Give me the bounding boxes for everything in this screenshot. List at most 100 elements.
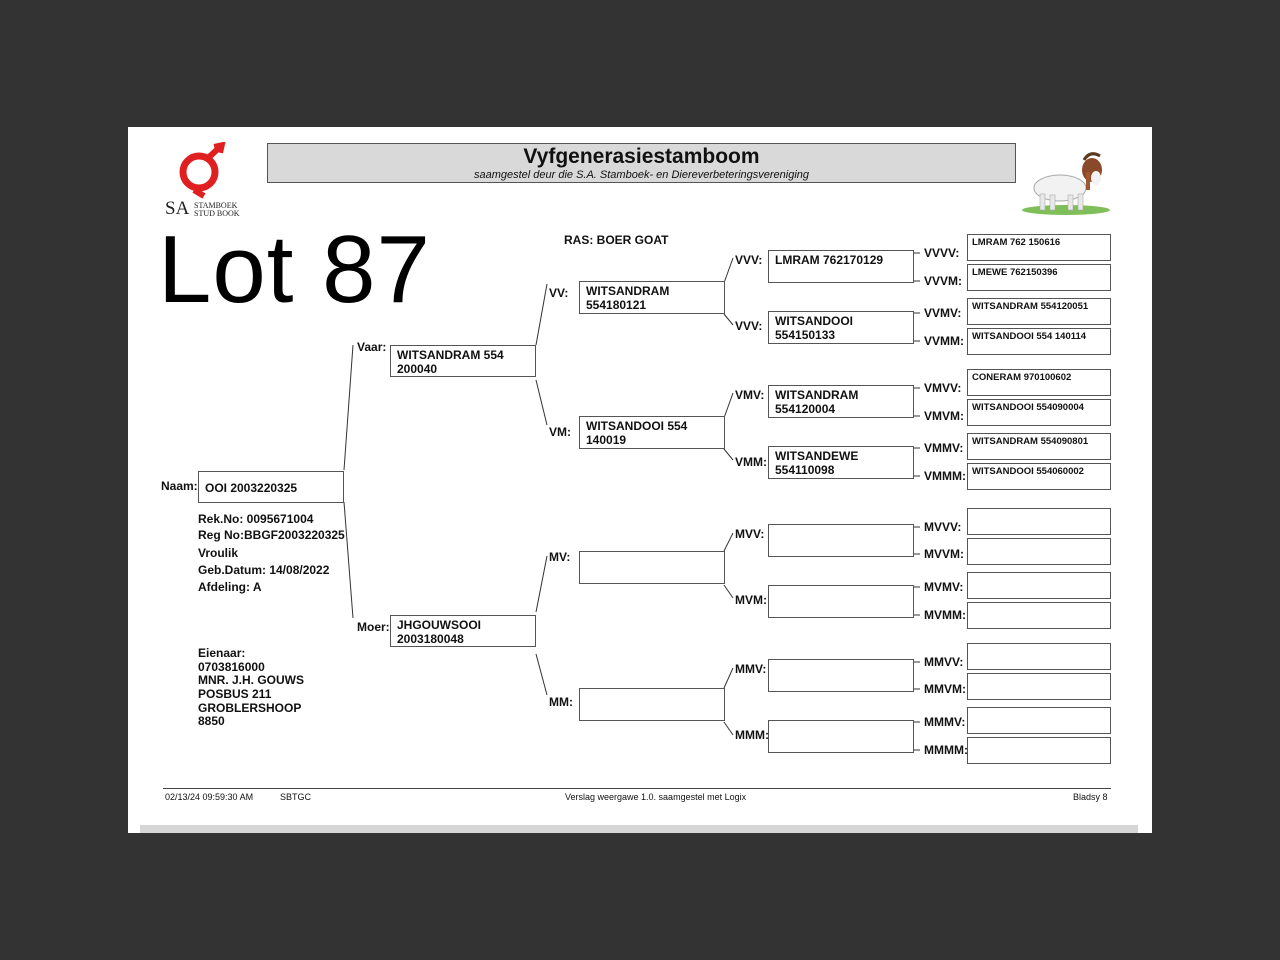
vvm-label: VVV: — [735, 319, 763, 333]
footer-code: SBTGC — [280, 792, 312, 802]
mvv-label: MVV: — [735, 527, 765, 541]
vm-label: VM: — [549, 425, 571, 439]
mmv-box — [768, 659, 914, 692]
g4-label-mmvm: MMVM: — [924, 682, 966, 696]
document-subtitle: saamgestel deur die S.A. Stamboek- en Di… — [473, 169, 810, 181]
vm-box: WITSANDOOI 554 140019 — [579, 416, 725, 449]
sex: Vroulik — [198, 546, 239, 560]
g4-label-vvmv: VVMV: — [924, 306, 962, 320]
g4-box-vmmv: WITSANDRAM 554090801 — [967, 433, 1111, 460]
g4-label-vmmm: VMMM: — [924, 469, 966, 483]
page-shadow — [140, 825, 1138, 833]
mmm-box — [768, 720, 914, 753]
g4-box-mvmv — [967, 572, 1111, 599]
breed-label: RAS: BOER GOAT — [564, 233, 669, 247]
g4-box-mvmm — [967, 602, 1111, 629]
subject-box: OOI 2003220325 — [198, 471, 344, 503]
logo-line1-text: STAMBOEK — [194, 201, 238, 210]
g4-label-mvmm: MVMM: — [924, 608, 966, 622]
vv-line1: WITSANDRAM — [586, 284, 670, 298]
owner-name: MNR. J.H. GOUWS — [198, 673, 305, 687]
vvm-line2: 554150133 — [775, 328, 836, 342]
g4-label-mmvv: MMVV: — [924, 655, 964, 669]
g4-box-mmvv — [967, 643, 1111, 670]
g4-box-mvvv — [967, 508, 1111, 535]
naam-label: Naam: — [161, 479, 198, 493]
moer-line1: JHGOUWSOOI — [397, 618, 482, 632]
g4-label-vmmv: VMMV: — [924, 441, 964, 455]
birth-date: Geb.Datum: 14/08/2022 — [198, 563, 330, 577]
mvv-box — [768, 524, 914, 557]
mmm-label: MMM: — [735, 728, 769, 742]
mm-box — [579, 688, 725, 721]
boer-goat-icon — [1022, 152, 1110, 215]
logo-sa-text: SA — [165, 198, 190, 219]
vv-line2: 554180121 — [586, 298, 647, 312]
g4-label-vmvm: VMVM: — [924, 409, 964, 423]
owner-postcode: 8850 — [198, 714, 225, 728]
owner-phone: 0703816000 — [198, 660, 265, 674]
owner-postbox: POSBUS 211 — [198, 687, 272, 701]
g4-box-mmmm — [967, 737, 1111, 764]
vaar-label: Vaar: — [357, 340, 387, 354]
vmm-line1: WITSANDEWE — [775, 449, 859, 463]
g4-box-vvmm: WITSANDOOI 554 140114 — [967, 328, 1111, 355]
document-title: Vyfgenerasiestamboom — [523, 145, 760, 168]
stud-book-logo: SA STAMBOEK STUD BOOK — [163, 142, 247, 222]
g4-value-vmmv: WITSANDRAM 554090801 — [972, 436, 1089, 447]
g4-label-mvvm: MVVM: — [924, 547, 964, 561]
g4-label-mmmv: MMMV: — [924, 715, 966, 729]
footer-divider — [163, 788, 1111, 789]
footer-version: Verslag weergawe 1.0. saamgestel met Log… — [565, 792, 747, 802]
vvm-box: WITSANDOOI 554150133 — [768, 311, 914, 344]
footer-datetime: 02/13/24 09:59:30 AM — [165, 792, 254, 802]
g4-label-vvvm: VVVM: — [924, 274, 963, 288]
g4-box-mmvm — [967, 673, 1111, 700]
vmv-box: WITSANDRAM 554120004 — [768, 385, 914, 418]
g4-value-vmvm: WITSANDOOI 554090004 — [972, 402, 1084, 413]
g4-value-vvvm: LMEWE 762150396 — [972, 267, 1058, 278]
vm-line2: 140019 — [586, 433, 627, 447]
g4-box-vmmm: WITSANDOOI 554060002 — [967, 463, 1111, 490]
mmv-label: MMV: — [735, 662, 767, 676]
logo-line2-text: STUD BOOK — [194, 209, 240, 218]
vvv-label: VVV: — [735, 253, 763, 267]
g4-box-vmvm: WITSANDOOI 554090004 — [967, 399, 1111, 426]
moer-line2: 2003180048 — [397, 632, 464, 646]
g4-label-mmmm: MMMM: — [924, 743, 968, 757]
g4-label-mvmv: MVMV: — [924, 580, 964, 594]
vv-box: WITSANDRAM 554180121 — [579, 281, 725, 314]
vmv-line2: 554120004 — [775, 402, 836, 416]
g4-label-mvvv: MVVV: — [924, 520, 962, 534]
g4-value-vvmv: WITSANDRAM 554120051 — [972, 301, 1089, 312]
logo-symbol-icon — [179, 142, 226, 199]
vmm-label: VMM: — [735, 455, 767, 469]
mvm-label: MVM: — [735, 593, 767, 607]
vaar-line1: WITSANDRAM 554 — [397, 348, 504, 362]
g4-value-vvmm: WITSANDOOI 554 140114 — [972, 331, 1087, 342]
afdeling: Afdeling: A — [198, 580, 262, 594]
owner-town: GROBLERSHOOP — [198, 701, 302, 715]
moer-label: Moer: — [357, 620, 390, 634]
g4-box-mmmv — [967, 707, 1111, 734]
vaar-line2: 200040 — [397, 362, 438, 376]
g4-value-vmvv: CONERAM 970100602 — [972, 372, 1072, 383]
mv-box — [579, 551, 725, 584]
g4-box-vvmv: WITSANDRAM 554120051 — [967, 298, 1111, 325]
g4-value-vvvv: LMRAM 762 150616 — [972, 237, 1061, 248]
mvm-box — [768, 585, 914, 618]
g4-label-vvvv: VVVV: — [924, 246, 960, 260]
moer-box: JHGOUWSOOI 2003180048 — [390, 615, 536, 647]
vvm-line1: WITSANDOOI — [775, 314, 853, 328]
rek-no: Rek.No: 0095671004 — [198, 512, 314, 526]
vm-line1: WITSANDOOI 554 — [586, 419, 688, 433]
vmv-label: VMV: — [735, 388, 765, 402]
vmm-box: WITSANDEWE 554110098 — [768, 446, 914, 479]
vaar-box: WITSANDRAM 554 200040 — [390, 345, 536, 377]
g4-value-vmmm: WITSANDOOI 554060002 — [972, 466, 1084, 477]
reg-no: Reg No:BBGF2003220325 — [198, 528, 345, 542]
g4-box-vvvm: LMEWE 762150396 — [967, 264, 1111, 291]
vvv-box: LMRAM 762170129 — [768, 250, 914, 283]
g4-label-vvmm: VVMM: — [924, 334, 964, 348]
